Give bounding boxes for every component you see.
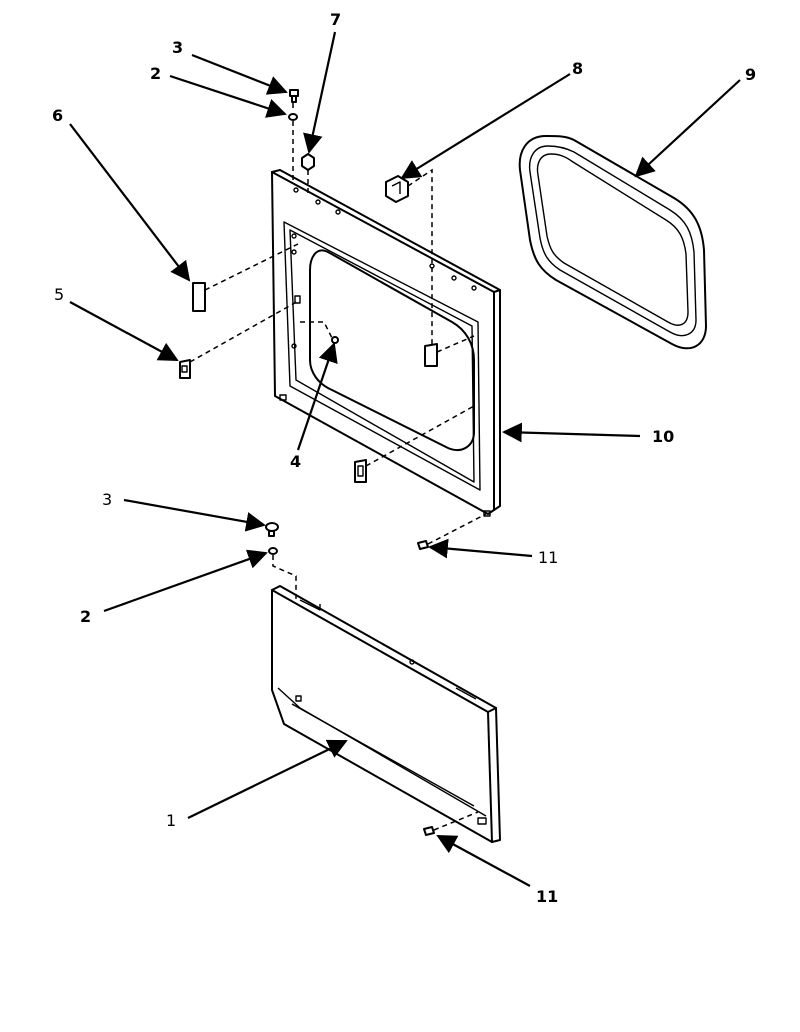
latch-strike	[385, 175, 409, 203]
washer-lower	[268, 547, 278, 555]
callout-3-lower: 3	[102, 490, 112, 509]
screw-11-upper	[417, 540, 429, 550]
callout-11-upper: 11	[538, 548, 558, 567]
callout-7: 7	[330, 10, 341, 29]
screw-upper	[289, 89, 299, 103]
label-pad	[192, 282, 206, 312]
callout-6: 6	[52, 106, 63, 125]
door-switch	[179, 359, 191, 379]
latch-bracket	[354, 459, 367, 483]
callout-2-lower: 2	[80, 607, 91, 626]
callout-4: 4	[290, 452, 301, 471]
catch-block	[424, 343, 438, 367]
washer-upper	[288, 113, 298, 121]
screw-11-lower	[423, 826, 435, 836]
callout-1: 1	[166, 811, 176, 830]
assembly-lines	[189, 103, 487, 831]
callout-11-lower: 11	[536, 887, 558, 906]
callout-2-upper: 2	[150, 64, 161, 83]
callout-5: 5	[54, 285, 64, 304]
screw-lower	[265, 522, 279, 537]
callout-10: 10	[652, 427, 674, 446]
pin	[331, 336, 339, 344]
clip	[301, 153, 315, 171]
callouts: 3 2 7 6 5 8 9 4 10 3 2 11 1 11	[52, 10, 756, 906]
callout-8: 8	[572, 59, 583, 78]
door-seal	[518, 135, 707, 350]
lower-access-panel	[271, 585, 501, 843]
leader-lines	[69, 31, 741, 887]
callout-9: 9	[745, 65, 756, 84]
callout-3-upper: 3	[172, 38, 183, 57]
front-panel-frame	[271, 169, 501, 517]
